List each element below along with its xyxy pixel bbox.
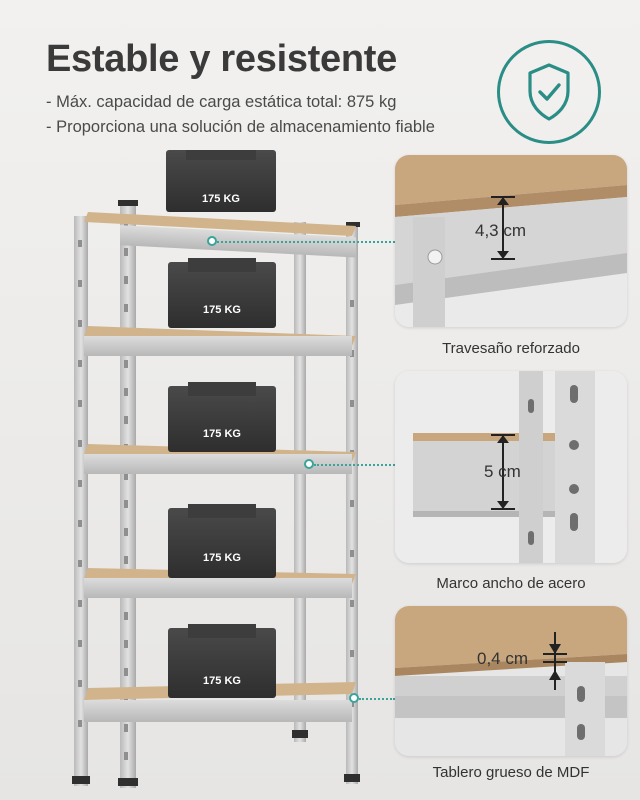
feature-bullet-capacity: - Máx. capacidad de carga estática total… — [46, 93, 397, 111]
weight-label-2: 175 KG — [203, 304, 241, 316]
caption-frame: Marco ancho de acero — [436, 575, 586, 592]
shelving-unit-drawing: 175 KG 175 KG 175 KG 175 KG 175 KG — [72, 146, 360, 788]
feature-bullet-storage: - Proporciona una solución de almacenami… — [46, 118, 435, 136]
callout-line-board — [359, 698, 395, 700]
caption-crossbar: Travesaño reforzado — [442, 340, 580, 357]
detail-panel-frame — [395, 371, 627, 563]
shelving-unit: 175 KG 175 KG 175 KG 175 KG 175 KG — [60, 146, 380, 790]
page-title: Estable y resistente — [46, 38, 397, 80]
weight-label-3: 175 KG — [203, 428, 241, 440]
measure-crossbar: 4,3 cm — [475, 221, 527, 240]
shelf-level-3 — [84, 444, 356, 474]
caption-board: Tablero grueso de MDF — [432, 764, 590, 781]
measure-frame: 5 cm — [484, 462, 521, 481]
detail-panel-board — [395, 606, 627, 756]
callout-line-frame — [314, 464, 395, 466]
callout-dot-frame — [304, 459, 314, 469]
crossbar-closeup — [395, 155, 627, 327]
feature-list: - Máx. capacidad de carga estática total… — [46, 90, 435, 140]
measure-board: 0,4 cm — [477, 649, 529, 668]
callout-dot-beam — [207, 236, 217, 246]
weight-label-4: 175 KG — [203, 552, 241, 564]
detail-panel-crossbar — [395, 155, 627, 327]
weight-label-5: 175 KG — [203, 675, 241, 687]
weight-1: 175 KG — [166, 146, 276, 212]
board-closeup — [395, 606, 627, 756]
weight-label-1: 175 KG — [202, 193, 240, 205]
weight-4: 175 KG — [168, 504, 276, 578]
callout-dot-board — [349, 693, 359, 703]
shield-check-badge — [497, 40, 601, 144]
shelf-level-2 — [84, 326, 356, 356]
weight-5: 175 KG — [168, 624, 276, 698]
shield-check-icon — [528, 63, 570, 121]
weight-3: 175 KG — [168, 382, 276, 452]
frame-closeup — [395, 371, 627, 563]
callout-line-beam — [217, 241, 395, 243]
weight-2: 175 KG — [168, 258, 276, 328]
